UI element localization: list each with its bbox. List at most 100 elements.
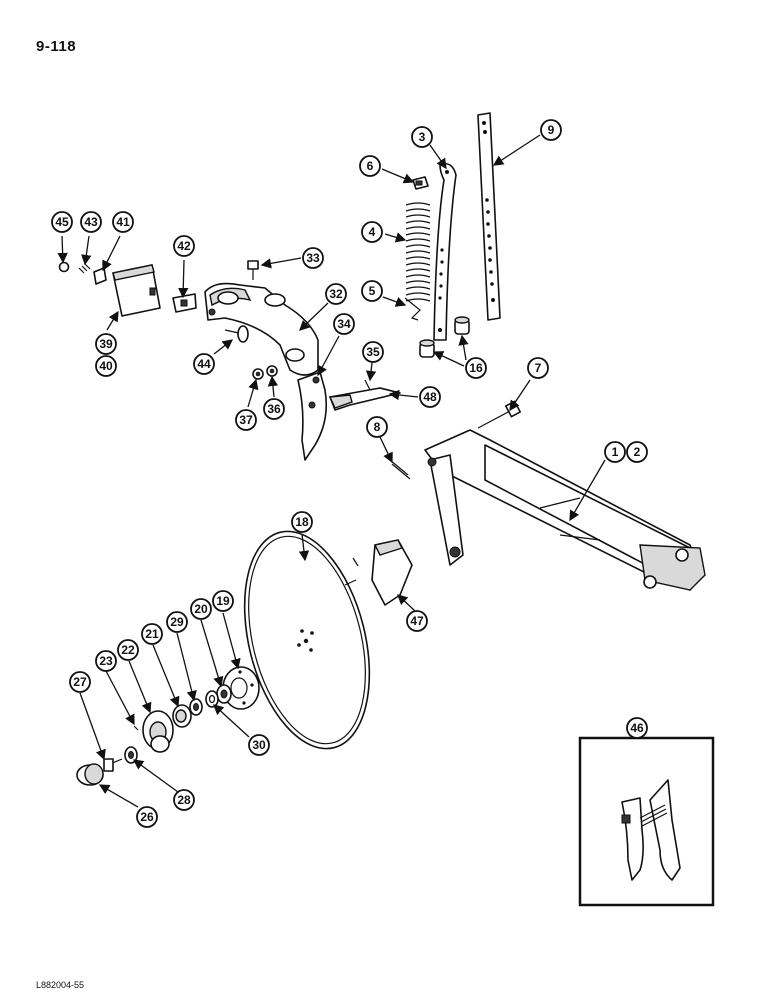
svg-text:5: 5 bbox=[369, 284, 376, 298]
svg-text:6: 6 bbox=[367, 159, 374, 173]
svg-text:45: 45 bbox=[55, 215, 69, 229]
bracket-part-42 bbox=[172, 293, 197, 313]
callout-1: 1 bbox=[604, 441, 626, 463]
svg-text:30: 30 bbox=[252, 738, 266, 752]
leader-lines bbox=[57, 134, 606, 808]
callout-41: 41 bbox=[112, 211, 134, 233]
scraper-part-39-40 bbox=[112, 264, 161, 317]
callout-26: 26 bbox=[136, 806, 158, 828]
clip-part-6 bbox=[412, 176, 429, 190]
callout-47: 47 bbox=[406, 610, 428, 632]
washer-part-30 bbox=[205, 690, 219, 708]
svg-text:21: 21 bbox=[145, 627, 159, 641]
bolt-part-33 bbox=[247, 260, 259, 280]
dust-cap-part-26 bbox=[76, 763, 104, 786]
nut-part-36 bbox=[266, 365, 278, 377]
callout-36: 36 bbox=[263, 398, 285, 420]
callout-22: 22 bbox=[117, 639, 139, 661]
svg-text:35: 35 bbox=[366, 345, 380, 359]
callout-18: 18 bbox=[291, 511, 313, 533]
bent-rod-part-5 bbox=[404, 297, 421, 321]
bushings-part-16 bbox=[419, 316, 470, 358]
callout-46: 46 bbox=[626, 717, 648, 739]
clip-part-41 bbox=[93, 267, 107, 285]
cotter-pin-part-8 bbox=[389, 459, 411, 480]
callout-32: 32 bbox=[325, 283, 347, 305]
svg-text:20: 20 bbox=[194, 602, 208, 616]
page-number: 9-118 bbox=[36, 38, 77, 55]
callout-8: 8 bbox=[366, 416, 388, 438]
svg-text:29: 29 bbox=[170, 615, 184, 629]
svg-text:3: 3 bbox=[419, 130, 426, 144]
svg-text:9: 9 bbox=[548, 123, 555, 137]
figure-code: L882004-55 bbox=[36, 980, 85, 990]
svg-text:32: 32 bbox=[329, 287, 343, 301]
svg-text:40: 40 bbox=[99, 359, 113, 373]
svg-text:33: 33 bbox=[306, 251, 320, 265]
shoe-part-34 bbox=[297, 371, 328, 461]
svg-text:44: 44 bbox=[197, 357, 211, 371]
bearing-part-29 bbox=[189, 698, 203, 716]
callout-6: 6 bbox=[359, 155, 381, 177]
frame-part-1-2 bbox=[424, 429, 706, 591]
svg-text:26: 26 bbox=[140, 810, 154, 824]
nut-part-45 bbox=[58, 261, 70, 273]
callout-48: 48 bbox=[419, 386, 441, 408]
callout-23: 23 bbox=[95, 650, 117, 672]
svg-text:2: 2 bbox=[634, 445, 641, 459]
inset-box-part-46 bbox=[578, 736, 715, 907]
callout-39: 39 bbox=[95, 333, 117, 355]
callout-40: 40 bbox=[95, 355, 117, 377]
callout-42: 42 bbox=[173, 235, 195, 257]
svg-text:16: 16 bbox=[469, 361, 483, 375]
svg-text:1: 1 bbox=[612, 445, 619, 459]
svg-text:7: 7 bbox=[535, 361, 542, 375]
grease-fitting-part-23 bbox=[133, 725, 139, 731]
seal-part-20 bbox=[216, 684, 232, 704]
spring-washer-part-43 bbox=[78, 263, 91, 274]
bearing-part-21 bbox=[172, 704, 192, 728]
callout-21: 21 bbox=[141, 623, 163, 645]
bolt-part-27 bbox=[103, 758, 123, 772]
svg-text:28: 28 bbox=[177, 793, 191, 807]
callout-2: 2 bbox=[626, 441, 648, 463]
svg-text:42: 42 bbox=[177, 239, 191, 253]
svg-text:41: 41 bbox=[116, 215, 130, 229]
svg-text:43: 43 bbox=[84, 215, 98, 229]
bolt-part-44 bbox=[224, 325, 249, 343]
callout-5: 5 bbox=[361, 280, 383, 302]
callout-4: 4 bbox=[361, 221, 383, 243]
spring-part-4 bbox=[405, 202, 431, 302]
callout-35: 35 bbox=[362, 341, 384, 363]
svg-text:18: 18 bbox=[295, 515, 309, 529]
callout-43: 43 bbox=[80, 211, 102, 233]
callout-44: 44 bbox=[193, 353, 215, 375]
callout-33: 33 bbox=[302, 247, 324, 269]
strap-part-9 bbox=[477, 112, 501, 321]
svg-text:27: 27 bbox=[73, 675, 87, 689]
bolt-part-7 bbox=[477, 400, 522, 429]
callout-45: 45 bbox=[51, 211, 73, 233]
svg-text:36: 36 bbox=[267, 402, 281, 416]
callout-34: 34 bbox=[333, 313, 355, 335]
callout-3: 3 bbox=[411, 126, 433, 148]
svg-text:22: 22 bbox=[121, 643, 135, 657]
svg-text:47: 47 bbox=[410, 614, 424, 628]
plate-part-48 bbox=[328, 387, 401, 411]
callout-7: 7 bbox=[527, 357, 549, 379]
callout-37: 37 bbox=[235, 409, 257, 431]
svg-text:37: 37 bbox=[239, 413, 253, 427]
callout-19: 19 bbox=[212, 590, 234, 612]
svg-text:23: 23 bbox=[99, 654, 113, 668]
svg-text:39: 39 bbox=[99, 337, 113, 351]
bracket-part-32 bbox=[204, 282, 319, 376]
svg-text:48: 48 bbox=[423, 390, 437, 404]
svg-text:46: 46 bbox=[630, 721, 644, 735]
svg-text:34: 34 bbox=[337, 317, 351, 331]
washer-part-37 bbox=[252, 368, 264, 380]
callout-20: 20 bbox=[190, 598, 212, 620]
callout-9: 9 bbox=[540, 119, 562, 141]
washer-part-28 bbox=[124, 746, 138, 764]
svg-text:19: 19 bbox=[216, 594, 230, 608]
